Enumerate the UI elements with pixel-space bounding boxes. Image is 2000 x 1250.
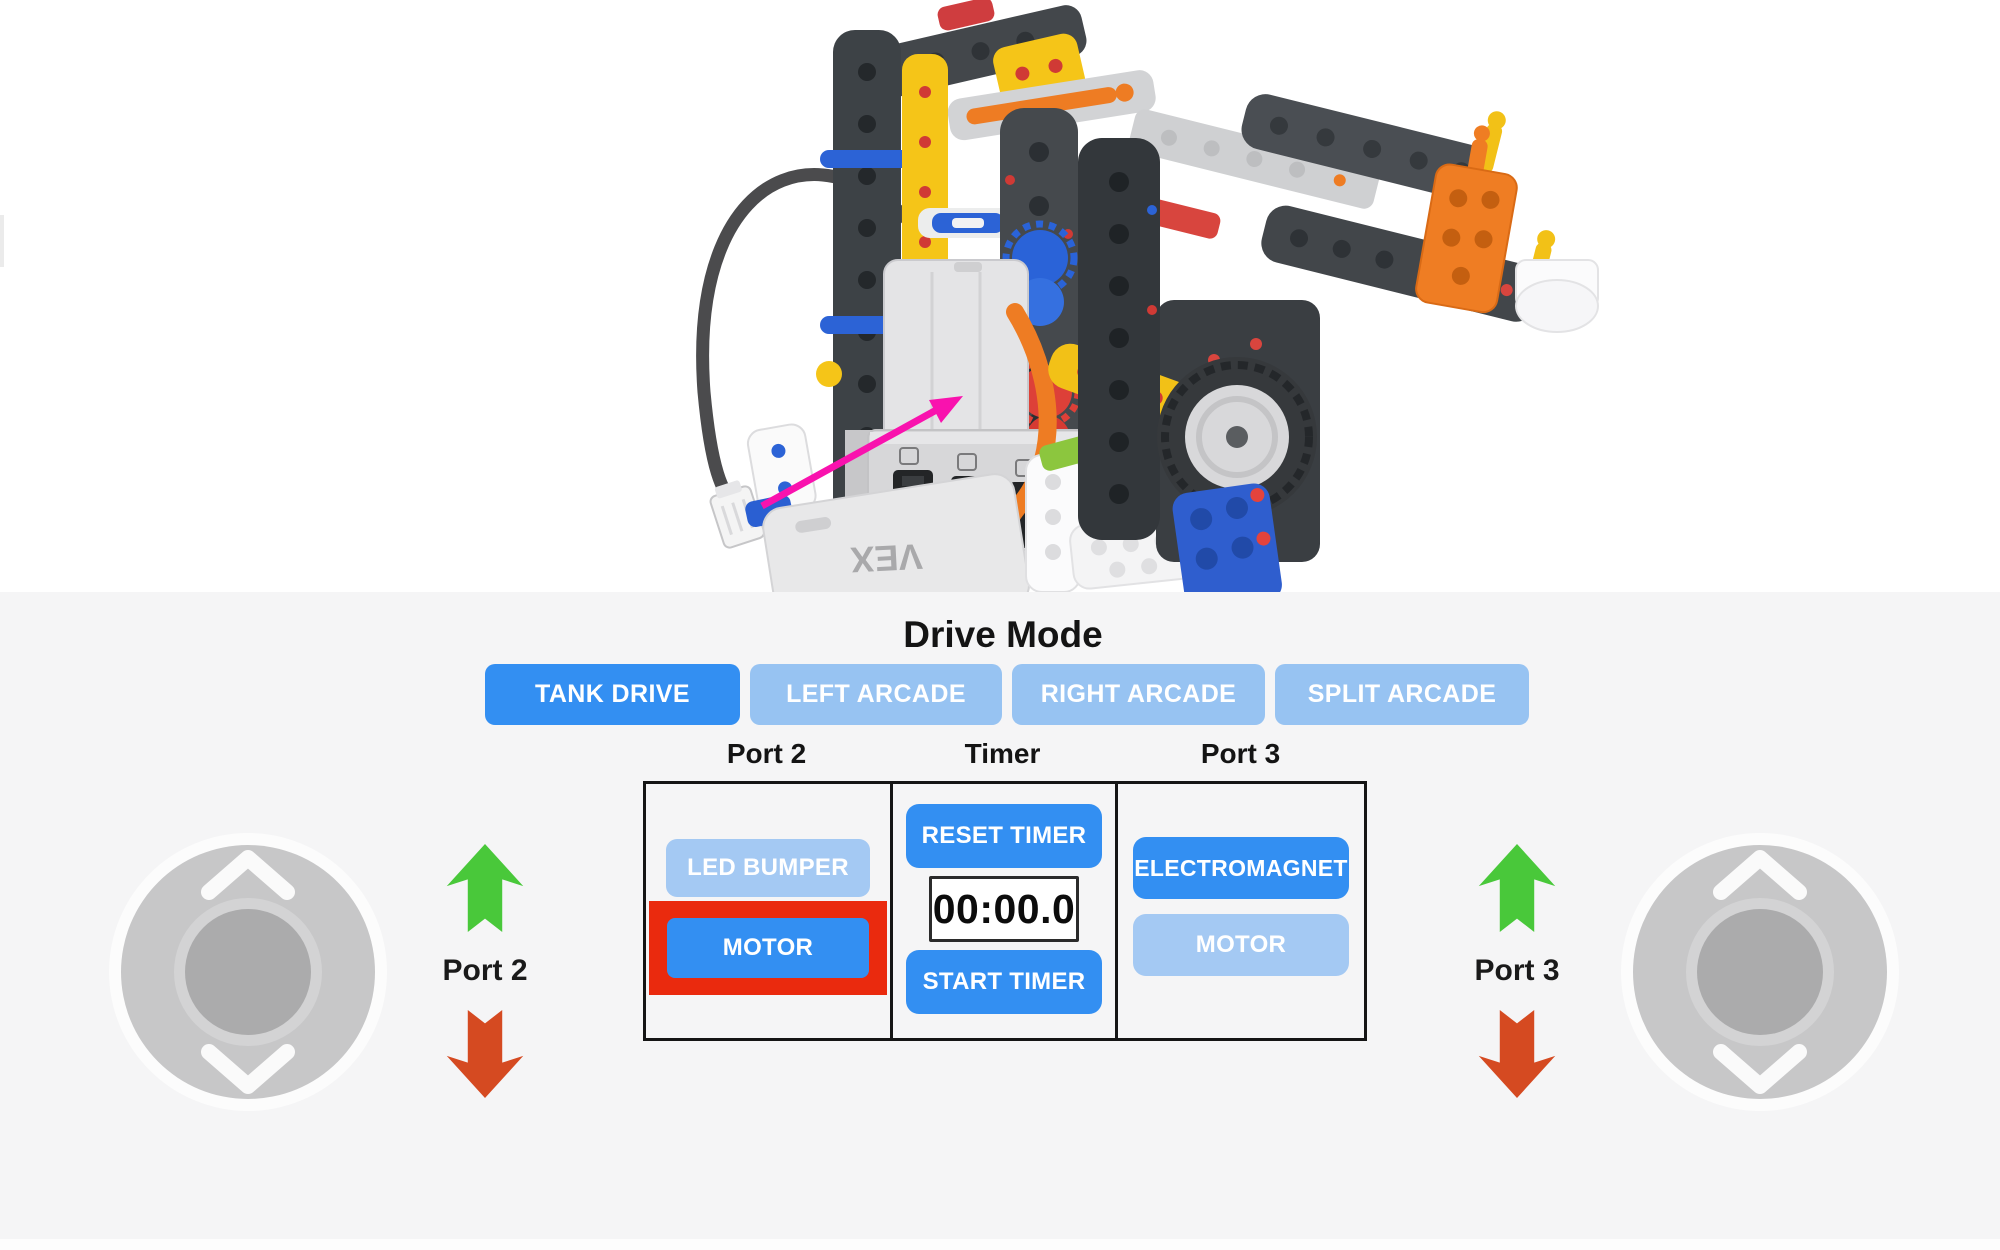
tab-left-arcade[interactable]: LEFT ARCADE	[750, 664, 1002, 725]
robot-illustration: VEX	[696, 0, 1599, 640]
drive-wheel	[1157, 357, 1317, 517]
left-joystick[interactable]	[108, 832, 388, 1112]
chevron-down-icon	[201, 1044, 295, 1094]
robot-figure-area: VEX	[0, 0, 2000, 640]
start-timer-button[interactable]: START TIMER	[906, 950, 1102, 1014]
orange-bracket	[1415, 125, 1518, 314]
right-direction-indicator: Port 3	[1474, 844, 1560, 1098]
port2-column: LED BUMPER MOTOR	[646, 784, 890, 1038]
gray-flat-beam	[1128, 109, 1380, 209]
yellow-beam	[902, 54, 948, 304]
down-arrow-red-icon	[446, 1010, 524, 1098]
right-joystick[interactable]	[1620, 832, 1900, 1112]
motor-button-port3[interactable]: MOTOR	[1133, 914, 1349, 976]
device-control-table: LED BUMPER MOTOR RESET TIMER 00:00.0 STA…	[643, 781, 1367, 1041]
chevron-up-icon	[1713, 850, 1807, 900]
down-arrow-red-icon	[1478, 1010, 1556, 1098]
column-header-timer: Timer	[964, 738, 1041, 769]
chevron-down-icon	[1713, 1044, 1807, 1094]
led-bumper-button[interactable]: LED BUMPER	[666, 839, 870, 897]
tab-split-arcade[interactable]: SPLIT ARCADE	[1275, 664, 1529, 725]
column-header-port3: Port 3	[1200, 738, 1281, 769]
red-beam	[1147, 199, 1221, 239]
table-divider	[890, 784, 893, 1038]
timer-display: 00:00.0	[929, 876, 1079, 942]
left-joystick-knob[interactable]	[185, 909, 311, 1035]
front-tower	[1078, 138, 1160, 540]
reset-timer-button[interactable]: RESET TIMER	[906, 804, 1102, 868]
robot-brain	[883, 259, 1029, 451]
electromagnet-button[interactable]: ELECTROMAGNET	[1133, 837, 1349, 899]
cable-connector	[709, 480, 766, 549]
axle-housing	[947, 70, 1156, 141]
white-post-beam	[1025, 454, 1081, 593]
white-mini-beam	[746, 423, 817, 516]
right-joystick-knob[interactable]	[1697, 909, 1823, 1035]
vex-logo-text: VEX	[849, 536, 923, 581]
tab-right-arcade[interactable]: RIGHT ARCADE	[1012, 664, 1265, 725]
table-divider	[1115, 784, 1118, 1038]
page-title: Drive Mode	[903, 614, 1103, 655]
smart-port-arrow-icon	[760, 396, 963, 510]
tab-tank-drive[interactable]: TANK DRIVE	[485, 664, 740, 725]
drive-mode-panel: Drive Mode TANK DRIVE LEFT ARCADE RIGHT …	[0, 592, 2000, 1250]
up-arrow-green-icon	[446, 844, 524, 932]
up-arrow-green-icon	[1478, 844, 1556, 932]
motor-button-port2[interactable]: MOTOR	[667, 918, 869, 978]
right-port-label: Port 3	[1474, 954, 1560, 987]
chevron-up-icon	[201, 850, 295, 900]
motor-highlight-frame: MOTOR	[649, 901, 887, 995]
port3-column: ELECTROMAGNET MOTOR	[1118, 784, 1364, 1038]
bottom-strip	[0, 1239, 2000, 1250]
left-direction-indicator: Port 2	[442, 844, 528, 1098]
edge-artifact	[0, 215, 4, 267]
column-header-port2: Port 2	[726, 738, 807, 769]
timer-column: RESET TIMER 00:00.0 START TIMER	[893, 784, 1115, 1038]
red-pin	[937, 0, 995, 31]
left-port-label: Port 2	[442, 954, 528, 987]
white-cup	[1515, 259, 1599, 333]
blue-plate	[1172, 483, 1282, 610]
